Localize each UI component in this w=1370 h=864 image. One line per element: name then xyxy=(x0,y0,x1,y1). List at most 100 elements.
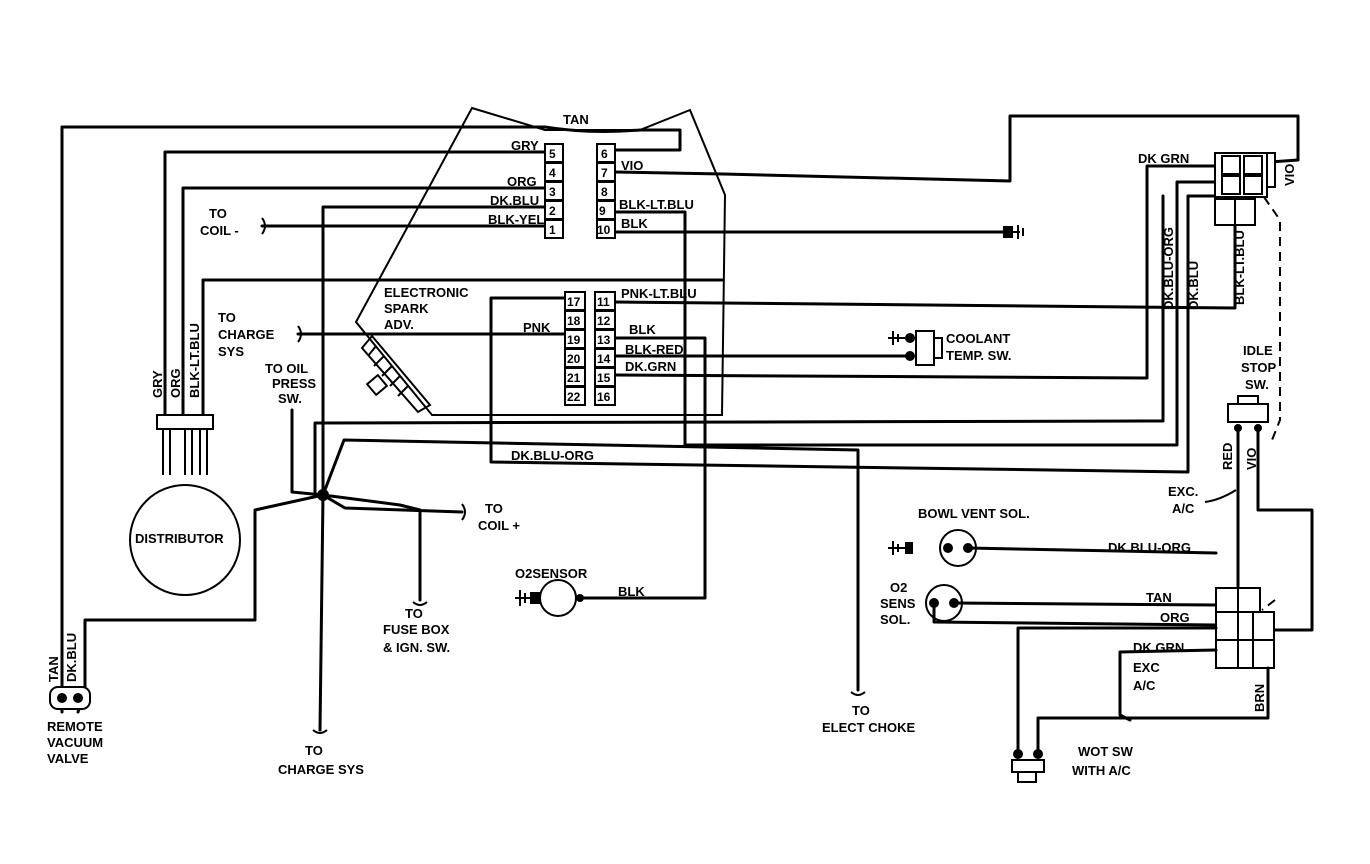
wire-fuse-box xyxy=(321,493,422,602)
wire-label-pnk: PNK xyxy=(523,320,551,335)
label-dk-grn-top: DK GRN xyxy=(1138,151,1189,166)
pin-label: 1 xyxy=(549,223,556,237)
label-idle-stop: STOP xyxy=(1241,360,1276,375)
wire-label-gry: GRY xyxy=(511,138,539,153)
label-dist-org: ORG xyxy=(168,368,183,398)
label-idle-vio: VIO xyxy=(1244,448,1259,470)
pin-label: 16 xyxy=(597,390,611,404)
label-tan-top: TAN xyxy=(563,112,589,127)
pin-label: 5 xyxy=(549,147,556,161)
label-to-charge-bottom: CHARGE SYS xyxy=(278,762,364,777)
wire-label-blk: BLK xyxy=(621,216,648,231)
exc-ac-arrow xyxy=(1204,489,1237,503)
label-exc-ac-upper: A/C xyxy=(1172,501,1195,516)
label-o2-sens-sol: SENS xyxy=(880,596,916,611)
label-o2-sensor: O2SENSOR xyxy=(515,566,588,581)
label-to-charge-bottom: TO xyxy=(305,743,323,758)
pin-label: 8 xyxy=(601,185,608,199)
bowl-vent-sol-icon xyxy=(888,529,977,567)
wire-vio xyxy=(613,114,1300,183)
pin-label: 2 xyxy=(549,204,556,218)
pin-label: 14 xyxy=(597,352,611,366)
wire-o2-tan xyxy=(952,601,1218,607)
label-elect-choke: ELECT CHOKE xyxy=(822,720,916,735)
dashed-link-lower xyxy=(1261,599,1276,611)
splice-node xyxy=(317,489,329,501)
label-spark-adv: ELECTRONIC xyxy=(384,285,469,300)
wire-blk-o2 xyxy=(578,336,707,600)
wot-sw-icon xyxy=(1011,749,1045,783)
label-to-charge-sys: CHARGE xyxy=(218,327,275,342)
label-remote-vacuum: VALVE xyxy=(47,751,89,766)
label-org-right: ORG xyxy=(1160,610,1190,625)
pin-label: 4 xyxy=(549,166,556,180)
wire-tan-top xyxy=(60,125,682,714)
pin-label: 3 xyxy=(549,185,556,199)
label-wot-sw: WITH A/C xyxy=(1072,763,1131,778)
label-coolant: TEMP. SW. xyxy=(946,348,1012,363)
label-elect-choke: TO xyxy=(852,703,870,718)
pin-label: 20 xyxy=(567,352,581,366)
label-remote-tan: TAN xyxy=(46,656,61,682)
wire-brn xyxy=(1036,666,1270,754)
wire-label-blk-red: BLK-RED xyxy=(625,342,684,357)
upper-right-connector xyxy=(1214,152,1276,226)
label-spark-adv: SPARK xyxy=(384,301,429,316)
pin-label: 11 xyxy=(597,295,610,309)
label-dkblu-org-right: DK.BLU-ORG xyxy=(1108,540,1191,555)
pin-label: 13 xyxy=(597,333,611,347)
elect-choke-end xyxy=(850,691,866,696)
distributor-icon xyxy=(129,414,241,596)
label-dist-gry: GRY xyxy=(150,370,165,398)
dashed-link-upper xyxy=(1263,196,1281,446)
wire-dist-blk-ltblu xyxy=(201,278,724,417)
wire-bowl-vent xyxy=(966,546,1218,555)
pin-label: 9 xyxy=(599,204,606,218)
coolant-temp-sw-icon xyxy=(888,330,943,366)
label-dkgrn-right: DK.GRN xyxy=(1133,640,1184,655)
label-right-blk-ltblu: BLK-LT.BLU xyxy=(1232,230,1247,305)
wire-oil-press xyxy=(290,408,325,497)
lower-right-connector xyxy=(1215,587,1275,669)
label-oil-press: SW. xyxy=(278,391,302,406)
label-coolant: COOLANT xyxy=(946,331,1010,346)
label-wot-sw: WOT SW xyxy=(1078,744,1134,759)
pin-label: 7 xyxy=(601,166,608,180)
coil-plus-end xyxy=(461,503,466,521)
label-to-coil-plus: COIL + xyxy=(478,518,520,533)
wire-label-blk-12: BLK xyxy=(629,322,656,337)
wire-label-org: ORG xyxy=(507,174,537,189)
charge-sys-bottom-end xyxy=(312,729,328,734)
label-exc-ac-lower: EXC xyxy=(1133,660,1160,675)
label-bowl-vent: BOWL VENT SOL. xyxy=(918,506,1030,521)
idle-stop-sw-icon xyxy=(1227,395,1269,432)
label-tan-right: TAN xyxy=(1146,590,1172,605)
wire-label-blk-ltblu: BLK-LT.BLU xyxy=(619,197,694,212)
label-to-coil-minus: TO xyxy=(209,206,227,221)
wire-label-pnk-ltblu: PNK-LT.BLU xyxy=(621,286,697,301)
label-o2-sens-sol: O2 xyxy=(890,580,907,595)
remote-vacuum-valve-icon xyxy=(49,686,91,710)
charge-sys-end xyxy=(297,325,302,343)
wire-gry xyxy=(163,150,547,417)
label-dkblu-org-mid: DK.BLU-ORG xyxy=(511,448,594,463)
pin-label: 6 xyxy=(601,147,608,161)
label-distributor: DISTRIBUTOR xyxy=(135,531,224,546)
wire-splice-right xyxy=(321,438,860,692)
label-oil-press: TO OIL xyxy=(265,361,308,376)
wire-pnk-ltblu xyxy=(613,223,1237,310)
pin-label: 19 xyxy=(567,333,581,347)
fuse-box-end xyxy=(412,601,428,606)
label-to-coil-plus: TO xyxy=(485,501,503,516)
label-remote-vacuum: REMOTE xyxy=(47,719,103,734)
label-idle-red: RED xyxy=(1220,443,1235,470)
label-right-dkblu: DK.BLU xyxy=(1186,261,1201,310)
coil-minus-end xyxy=(261,217,266,235)
label-o2-sens-sol: SOL. xyxy=(880,612,910,627)
label-dist-blk-ltblu: BLK-LT.BLU xyxy=(187,323,202,398)
label-fuse-box: & IGN. SW. xyxy=(383,640,450,655)
label-right-dkblu-org: DK.BLU-ORG xyxy=(1161,227,1176,310)
label-exc-ac-upper: EXC. xyxy=(1168,484,1198,499)
